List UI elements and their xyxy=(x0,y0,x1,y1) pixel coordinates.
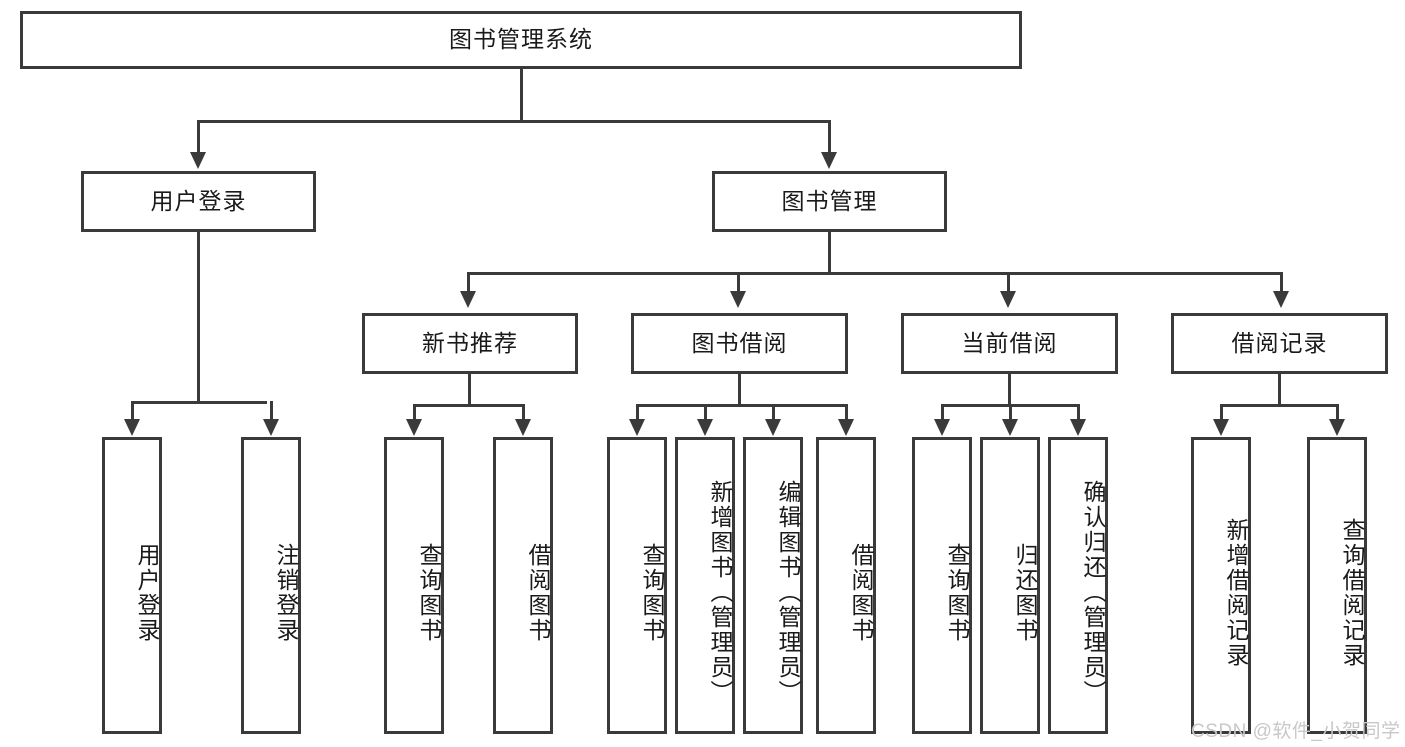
node-label: 查询图书 xyxy=(416,542,442,643)
node-label: 图书管理 xyxy=(781,187,878,214)
arrowhead-leaf-query-record xyxy=(1329,419,1345,436)
edge-root-to-book-manage xyxy=(828,120,831,154)
node-label: 查询图书 xyxy=(639,542,665,643)
node-label: 新书推荐 xyxy=(422,329,518,356)
edge-new-book-bus xyxy=(413,404,525,407)
edge-borrow-record-stem xyxy=(1278,374,1281,404)
edge-book-borrow-drop-2 xyxy=(704,404,707,421)
node-label: 归还图书 xyxy=(1012,542,1038,643)
edge-current-borrow-drop-2 xyxy=(1009,404,1012,421)
node-leaf-add-record[interactable]: 新增借阅记录 xyxy=(1191,437,1251,734)
edge-new-book-drop-1 xyxy=(413,404,416,421)
edge-book-manage-drop-4 xyxy=(1280,272,1283,293)
edge-book-borrow-drop-3 xyxy=(772,404,775,421)
node-leaf-edit-book[interactable]: 编辑图书（管理员） xyxy=(743,437,803,734)
node-label: 新增图书（管理员） xyxy=(707,480,733,705)
arrowhead-leaf-logout xyxy=(263,419,279,436)
edge-current-borrow-drop-3 xyxy=(1077,404,1080,421)
node-label: 查询图书 xyxy=(944,542,970,643)
edge-borrow-record-drop-2 xyxy=(1336,404,1339,421)
node-label: 编辑图书（管理员） xyxy=(775,480,801,705)
edge-root-to-user-login xyxy=(197,120,200,154)
node-label: 用户登录 xyxy=(150,187,247,214)
edge-user-login-stem xyxy=(197,232,200,401)
edge-book-borrow-stem xyxy=(738,374,741,404)
arrowhead-current-borrow xyxy=(1000,291,1016,308)
edge-book-manage-drop-1 xyxy=(467,272,470,293)
node-new-book-recommend[interactable]: 新书推荐 xyxy=(362,313,578,374)
node-leaf-user-login[interactable]: 用户登录 xyxy=(102,437,162,734)
arrowhead-leaf-add-book xyxy=(697,419,713,436)
edge-new-book-drop-2 xyxy=(522,404,525,421)
edge-user-login-drop-2 xyxy=(270,401,273,421)
edge-book-manage-drop-2 xyxy=(737,272,740,293)
node-label: 查询借阅记录 xyxy=(1339,517,1365,668)
node-label: 借阅图书 xyxy=(525,542,551,643)
arrowhead-new-book-recommend xyxy=(460,291,476,308)
edge-borrow-record-drop-1 xyxy=(1220,404,1223,421)
edge-root-stem xyxy=(520,69,523,120)
node-label: 当前借阅 xyxy=(961,329,1058,356)
node-book-manage[interactable]: 图书管理 xyxy=(712,171,947,232)
node-leaf-query-book-2[interactable]: 查询图书 xyxy=(607,437,667,734)
arrowhead-leaf-return-book xyxy=(1002,419,1018,436)
arrowhead-leaf-query-book-2 xyxy=(629,419,645,436)
node-label: 借阅图书 xyxy=(848,542,874,643)
node-label: 用户登录 xyxy=(134,542,160,643)
node-leaf-query-book-1[interactable]: 查询图书 xyxy=(384,437,444,734)
edge-root-bus xyxy=(197,120,831,123)
node-label: 确认归还（管理员） xyxy=(1080,480,1106,705)
edge-book-borrow-bus xyxy=(636,404,848,407)
edge-book-manage-stem xyxy=(828,232,831,272)
arrowhead-leaf-borrow-book-2 xyxy=(838,419,854,436)
node-leaf-add-book[interactable]: 新增图书（管理员） xyxy=(675,437,735,734)
csdn-watermark: CSDN @软件_小贺同学 xyxy=(1191,721,1401,742)
edge-book-manage-drop-3 xyxy=(1007,272,1010,293)
node-leaf-confirm-return[interactable]: 确认归还（管理员） xyxy=(1048,437,1108,734)
edge-book-borrow-drop-1 xyxy=(636,404,639,421)
node-user-login[interactable]: 用户登录 xyxy=(81,171,316,232)
edge-borrow-record-bus xyxy=(1220,404,1339,407)
node-borrow-record[interactable]: 借阅记录 xyxy=(1171,313,1388,374)
node-leaf-borrow-book-1[interactable]: 借阅图书 xyxy=(493,437,553,734)
arrowhead-leaf-query-book-3 xyxy=(934,419,950,436)
node-label: 新增借阅记录 xyxy=(1223,517,1249,668)
node-leaf-return-book[interactable]: 归还图书 xyxy=(980,437,1040,734)
edge-user-login-bus xyxy=(131,401,267,404)
arrowhead-leaf-user-login xyxy=(124,419,140,436)
edge-book-borrow-drop-4 xyxy=(845,404,848,421)
arrowhead-borrow-record xyxy=(1273,291,1289,308)
edge-current-borrow-drop-1 xyxy=(941,404,944,421)
edge-new-book-stem xyxy=(468,374,471,404)
node-label: 图书管理系统 xyxy=(449,26,593,53)
arrowhead-user-login xyxy=(190,152,206,169)
node-leaf-query-record[interactable]: 查询借阅记录 xyxy=(1307,437,1367,734)
node-current-borrow[interactable]: 当前借阅 xyxy=(901,313,1118,374)
node-book-borrow[interactable]: 图书借阅 xyxy=(631,313,848,374)
node-leaf-logout[interactable]: 注销登录 xyxy=(241,437,301,734)
arrowhead-leaf-query-book-1 xyxy=(406,419,422,436)
node-leaf-query-book-3[interactable]: 查询图书 xyxy=(912,437,972,734)
edge-current-borrow-stem xyxy=(1008,374,1011,404)
arrowhead-leaf-borrow-book-1 xyxy=(515,419,531,436)
arrowhead-leaf-edit-book xyxy=(765,419,781,436)
node-label: 借阅记录 xyxy=(1231,329,1328,356)
edge-user-login-drop-1 xyxy=(131,401,134,421)
arrowhead-leaf-confirm-return xyxy=(1070,419,1086,436)
edge-book-manage-bus xyxy=(467,272,1283,275)
arrowhead-book-borrow xyxy=(730,291,746,308)
node-root-system[interactable]: 图书管理系统 xyxy=(20,11,1022,69)
node-label: 注销登录 xyxy=(273,542,299,643)
arrowhead-book-manage xyxy=(821,152,837,169)
node-leaf-borrow-book-2[interactable]: 借阅图书 xyxy=(816,437,876,734)
arrowhead-leaf-add-record xyxy=(1213,419,1229,436)
node-label: 图书借阅 xyxy=(691,329,788,356)
